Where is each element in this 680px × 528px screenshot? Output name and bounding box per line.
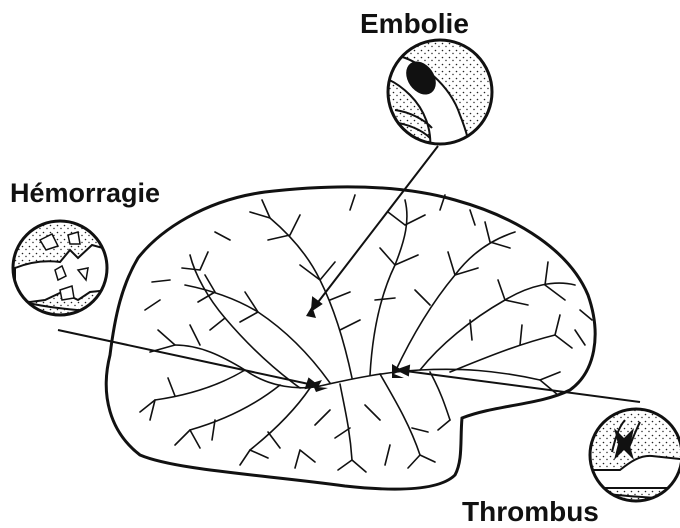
thrombus-inset xyxy=(588,408,680,508)
hemorragie-inset xyxy=(10,218,110,318)
brain xyxy=(106,187,595,489)
embolie-label: Embolie xyxy=(360,8,469,40)
thrombus-label: Thrombus xyxy=(462,496,599,528)
hemorragie-label: Hémorragie xyxy=(10,178,160,209)
embolie-inset xyxy=(380,30,500,150)
